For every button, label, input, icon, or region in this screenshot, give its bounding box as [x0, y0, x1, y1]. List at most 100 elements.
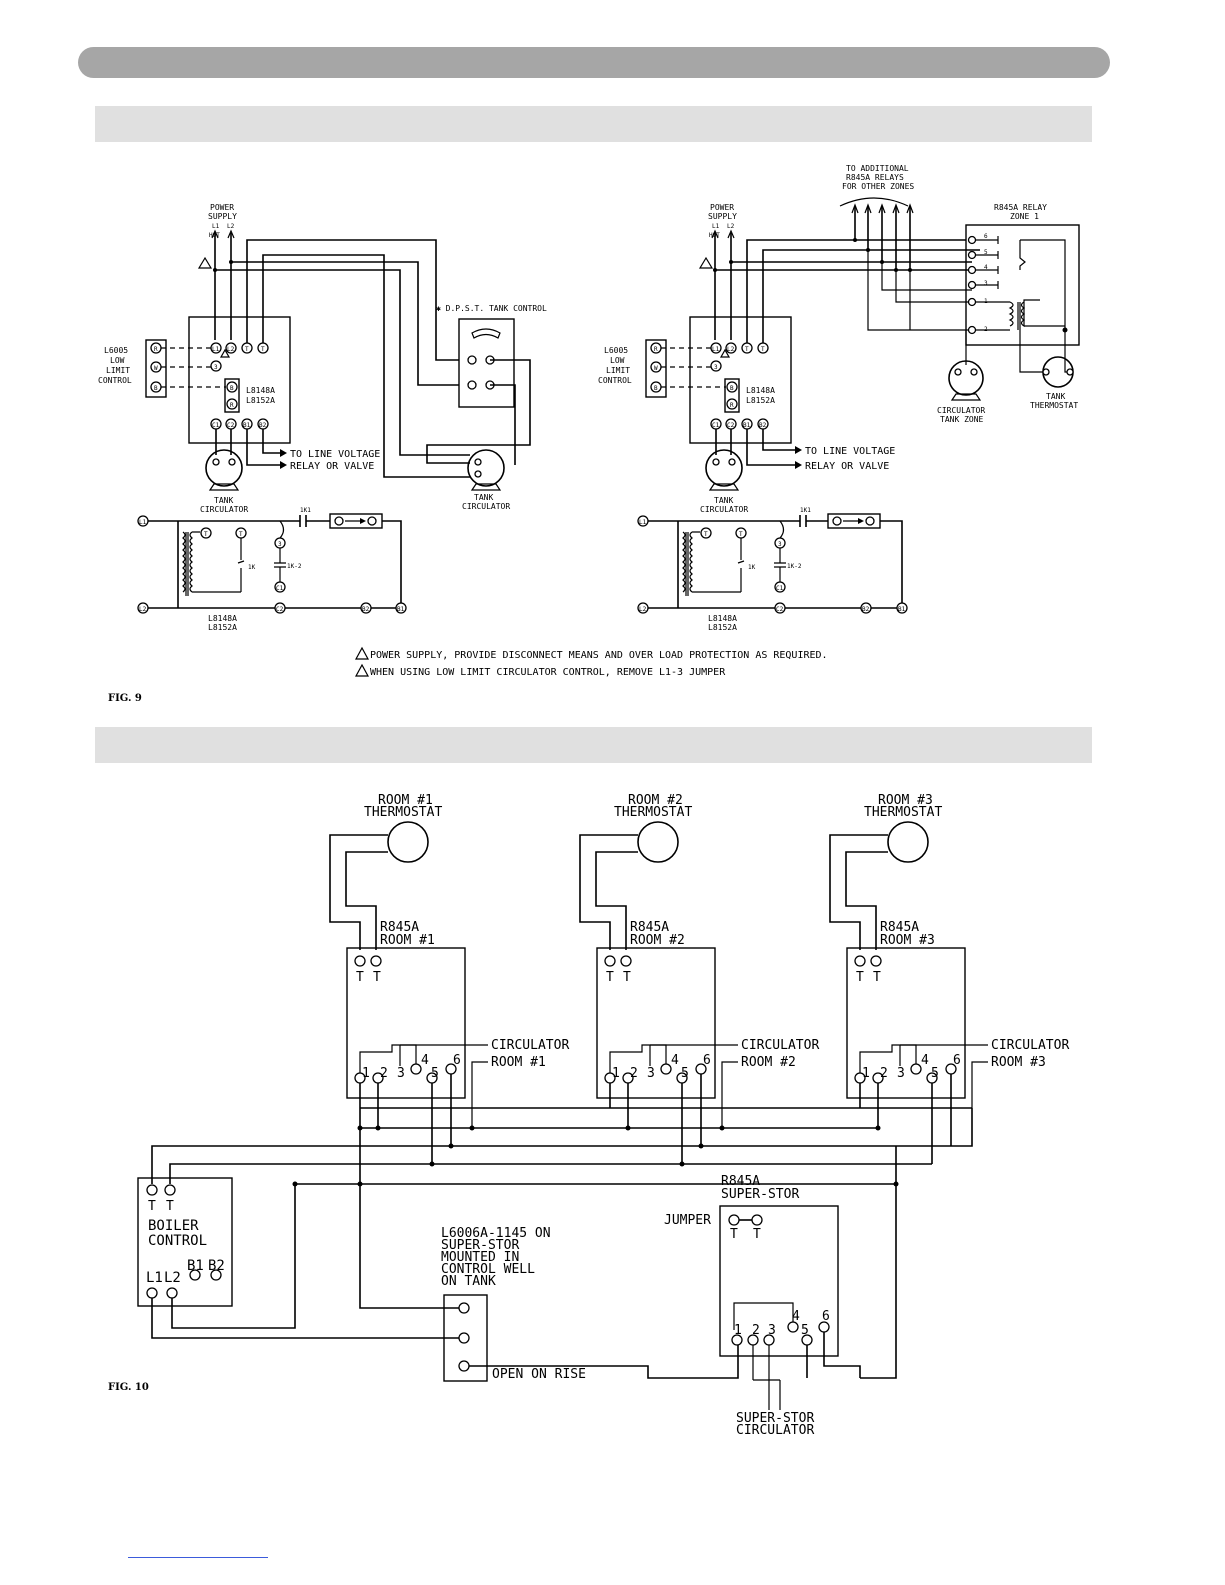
circ-room-label: ROOM #1: [491, 1055, 546, 1070]
relay-valve-label: RELAY OR VALVE: [290, 461, 374, 472]
terminal-number: 2: [380, 1066, 388, 1081]
terminal-number: 1: [362, 1066, 370, 1081]
relay-label: R845A: [630, 920, 669, 935]
terminal-number: 4: [921, 1053, 929, 1068]
w-terminal: W: [154, 365, 158, 372]
l6005-label: CONTROL: [598, 376, 632, 385]
terminal-number: 1: [734, 1323, 742, 1338]
l6006-label: ON TANK: [441, 1274, 496, 1289]
b2-terminal: B2: [862, 606, 870, 613]
terminal-number: 4: [792, 1309, 800, 1324]
terminal-3: 3: [714, 364, 718, 371]
l6006-label: CONTROL WELL: [441, 1262, 535, 1277]
circulator-label: CIRCULATOR: [491, 1038, 569, 1053]
ladder-model-label: L8152A: [708, 623, 737, 632]
power-supply-label-2: SUPPLY: [208, 212, 237, 221]
open-on-rise-label: OPEN ON RISE: [492, 1367, 586, 1382]
t-label: T: [856, 970, 864, 985]
l6005-label: CONTROL: [98, 376, 132, 385]
l1-terminal: L1: [712, 346, 720, 353]
l2-terminal: L2: [727, 346, 735, 353]
boiler-control-box: [137, 1177, 233, 1307]
model-label: L8148A: [746, 386, 775, 395]
line-voltage-label: TO LINE VOLTAGE: [805, 446, 895, 457]
room-thermostat-label: ROOM #2: [628, 793, 683, 808]
l1-terminal: L1: [639, 519, 647, 526]
c2-terminal: C2: [227, 422, 235, 429]
terminal-number: 2: [752, 1323, 760, 1338]
l6005-label: L6005: [604, 346, 628, 355]
c2-terminal: C2: [276, 606, 284, 613]
relay-label: R845A RELAY: [994, 203, 1047, 212]
header-bar: [78, 47, 1110, 78]
tank-circulator-label: TANK: [214, 496, 233, 505]
r-terminal: R: [730, 402, 734, 409]
room-thermostat-label: ROOM #1: [378, 793, 433, 808]
terminal-number: 5: [801, 1323, 809, 1338]
l6005-label: LOW: [610, 356, 625, 365]
pump-icon: [705, 449, 743, 487]
t-terminal: T: [704, 531, 708, 538]
terminal-number: 6: [453, 1053, 461, 1068]
t-terminal: T: [739, 531, 743, 538]
wire: [262, 254, 470, 478]
t-label: T: [873, 970, 881, 985]
b2-terminal: B2: [362, 606, 370, 613]
t-terminal: T: [761, 346, 765, 353]
l2-terminal: L2: [139, 606, 147, 613]
b1-terminal: B1: [243, 422, 251, 429]
tank-control-box: [458, 318, 515, 408]
room-thermostat-label: THERMOSTAT: [364, 805, 442, 820]
t-label: T: [753, 1227, 761, 1242]
fig9-left-diagram: POWER SUPPLY L1 L2 HOT L1 L2 T T 3 R W B…: [98, 203, 547, 632]
terminal-number: 6: [953, 1053, 961, 1068]
boiler-b1-label: B1: [187, 1258, 204, 1274]
t-label: T: [606, 970, 614, 985]
terminal-number: 5: [681, 1066, 689, 1081]
l8148a-control-box: [188, 316, 291, 444]
w-terminal: W: [654, 365, 658, 372]
tank-circulator-label: CIRCULATOR: [700, 505, 748, 514]
arrow-up-icon: [711, 229, 735, 239]
relay-label: ROOM #2: [630, 933, 685, 948]
fig10-diagram: ROOM #1 THERMOSTAT R845A ROOM #1 T T 1 2…: [137, 793, 1069, 1438]
additional-relays-label: FOR OTHER ZONES: [842, 182, 914, 191]
terminal-3: 3: [278, 541, 282, 548]
boiler-l1-label: L1: [146, 1270, 163, 1286]
c1-terminal: C1: [712, 422, 720, 429]
boiler-control-label: BOILER: [148, 1218, 199, 1234]
circulator-zone-label: TANK ZONE: [940, 415, 984, 424]
l2-terminal: L2: [639, 606, 647, 613]
svg-text:3: 3: [984, 280, 988, 287]
svg-text:4: 4: [984, 264, 988, 271]
l6006-aquastat-box: [443, 1294, 488, 1382]
t-terminal: T: [745, 346, 749, 353]
l6005-box: [645, 339, 667, 398]
l2-terminal: L2: [227, 346, 235, 353]
l6006-label: MOUNTED IN: [441, 1250, 519, 1265]
section-bar-fig10: [95, 727, 1092, 763]
b-terminal: B: [230, 385, 234, 392]
pump-icon: [948, 360, 984, 396]
tank-circulator-label: TANK: [714, 496, 733, 505]
tank-thermostat-label: THERMOSTAT: [1030, 401, 1078, 410]
b-terminal: B: [654, 385, 658, 392]
terminal-number: 6: [822, 1309, 830, 1324]
tank-circulator-label: TANK: [474, 493, 493, 502]
circulator-label: CIRCULATOR: [991, 1038, 1069, 1053]
room-thermostat-label: ROOM #3: [878, 793, 933, 808]
wire: [215, 269, 470, 456]
1k1-label: 1K1: [300, 507, 311, 514]
b-terminal: B: [154, 385, 158, 392]
model-label: L8152A: [246, 396, 275, 405]
c1-terminal: C1: [212, 422, 220, 429]
superstor-relay-label: SUPER-STOR: [721, 1187, 799, 1202]
l6005-label: LOW: [110, 356, 125, 365]
svg-text:5: 5: [984, 249, 988, 256]
c2-terminal: C2: [776, 606, 784, 613]
ladder-model-label: L8148A: [208, 614, 237, 623]
fig9-notes: POWER SUPPLY, PROVIDE DISCONNECT MEANS A…: [354, 646, 828, 678]
b-terminal: B: [730, 385, 734, 392]
t-label: T: [623, 970, 631, 985]
